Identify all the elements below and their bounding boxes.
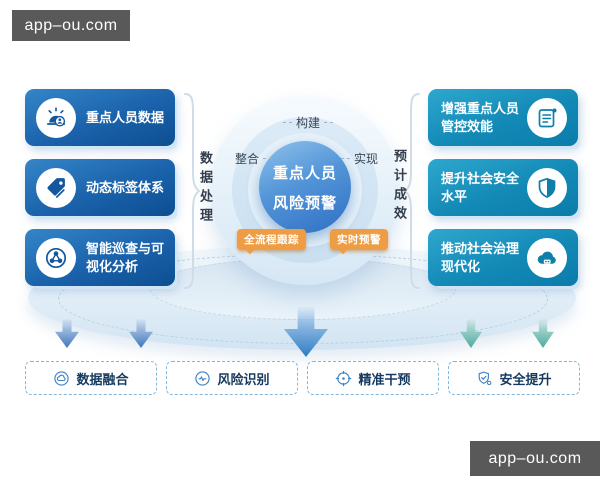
right-box-label: 增强重点人员管控效能 bbox=[441, 100, 520, 134]
left-box-dynamic-tags: 动态标签体系 bbox=[25, 159, 175, 216]
bottom-box-precise-intervention: 精准干预 bbox=[307, 361, 439, 395]
ring-label-left: 整合 bbox=[235, 150, 273, 167]
ring-label-top-text: 构建 bbox=[296, 116, 321, 130]
shield-check-icon bbox=[476, 370, 493, 387]
ring-label-left-text: 整合 bbox=[235, 152, 260, 166]
dash-decoration bbox=[324, 122, 334, 123]
dash-decoration bbox=[263, 158, 273, 159]
left-box-key-personnel-data: 重点人员数据 bbox=[25, 89, 175, 146]
core-title-line1: 重点人员 bbox=[272, 164, 337, 182]
watermark-top-left: app–ou.com bbox=[12, 10, 130, 41]
target-icon bbox=[335, 370, 352, 387]
right-box-governance-modernization: 推动社会治理现代化 bbox=[428, 229, 578, 286]
left-box-label: 智能巡查与可视化分析 bbox=[86, 240, 165, 274]
left-box-label: 动态标签体系 bbox=[86, 179, 165, 195]
badge-realtime-alert: 实时预警 bbox=[330, 229, 388, 250]
left-box-label: 重点人员数据 bbox=[86, 109, 165, 125]
right-box-social-safety: 提升社会安全水平 bbox=[428, 159, 578, 216]
right-box-label: 提升社会安全水平 bbox=[441, 170, 520, 204]
right-box-control-efficiency: 增强重点人员管控效能 bbox=[428, 89, 578, 146]
dash-decoration bbox=[283, 122, 292, 123]
core-title-line2: 风险预警 bbox=[272, 194, 337, 212]
core-circle: 重点人员 风险预警 bbox=[259, 141, 351, 233]
shield-icon bbox=[527, 167, 567, 208]
ring-label-right-text: 实现 bbox=[354, 152, 379, 166]
badge-full-process: 全流程跟踪 bbox=[237, 229, 306, 250]
network-sphere-icon bbox=[36, 237, 76, 278]
bottom-box-risk-identification: 风险识别 bbox=[166, 361, 298, 395]
watermark-bottom-right: app–ou.com bbox=[470, 441, 600, 476]
cloud-server-icon bbox=[527, 237, 567, 278]
left-group-label: 数据处理 bbox=[198, 151, 213, 227]
bottom-box-safety-improvement: 安全提升 bbox=[448, 361, 580, 395]
left-group-brace bbox=[184, 93, 200, 289]
document-icon bbox=[527, 97, 567, 138]
ring-label-top: 构建 bbox=[283, 114, 334, 131]
right-group-brace bbox=[404, 93, 420, 289]
alarm-person-icon bbox=[36, 97, 76, 138]
bottom-box-data-fusion: 数据融合 bbox=[25, 361, 157, 395]
left-box-smart-inspection: 智能巡查与可视化分析 bbox=[25, 229, 175, 286]
bottom-box-label: 风险识别 bbox=[217, 371, 270, 387]
bottom-box-label: 数据融合 bbox=[76, 371, 129, 387]
bottom-box-label: 安全提升 bbox=[499, 371, 552, 387]
bottom-box-label: 精准干预 bbox=[358, 371, 411, 387]
tags-icon bbox=[36, 167, 76, 208]
right-box-label: 推动社会治理现代化 bbox=[441, 240, 520, 274]
cloud-circle-icon bbox=[53, 370, 70, 387]
dash-decoration bbox=[341, 158, 350, 159]
right-group-label: 预计成效 bbox=[392, 149, 407, 225]
ring-label-right: 实现 bbox=[341, 150, 378, 167]
pulse-circle-icon bbox=[194, 370, 211, 387]
